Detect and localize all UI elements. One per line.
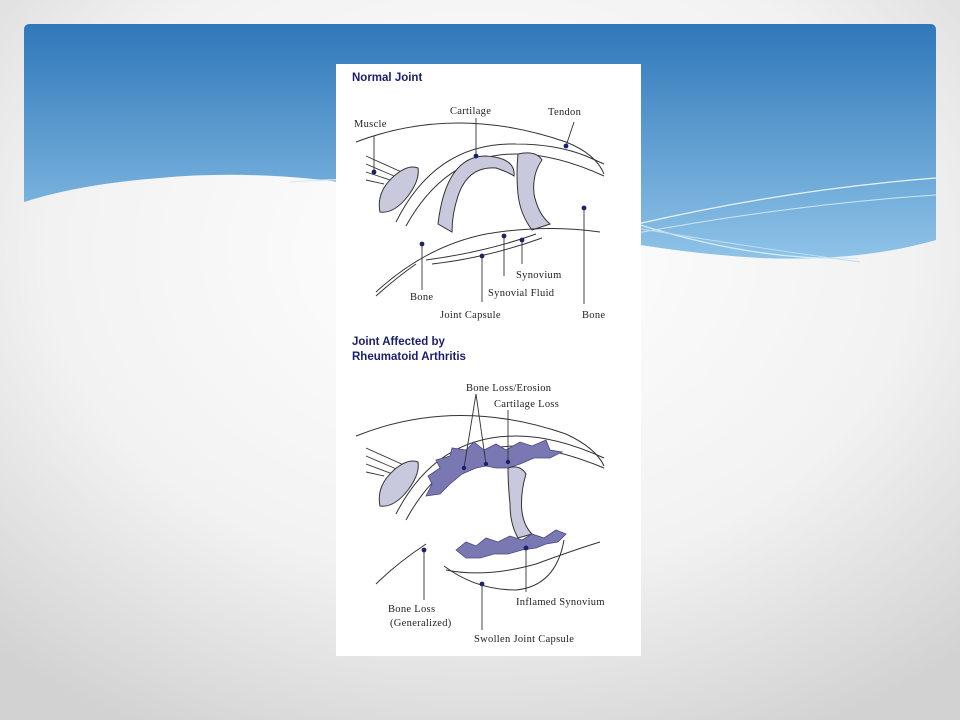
label-swollen-joint-capsule: Swollen Joint Capsule: [474, 634, 574, 645]
wave-line: [619, 177, 937, 229]
ra-leaders: [421, 393, 529, 630]
label-inflamed-synovium: Inflamed Synovium: [516, 597, 605, 608]
ra-joint-diagram: Joint Affected by Rheumatoid Arthritis: [352, 336, 605, 645]
label-joint-capsule: Joint Capsule: [440, 310, 501, 321]
ra-heading-line2: Rheumatoid Arthritis: [352, 351, 466, 363]
label-bone-loss: Bone Loss: [388, 604, 435, 615]
joint-figure: Normal Joint: [336, 64, 641, 656]
label-bone-loss-generalized: (Generalized): [390, 618, 452, 629]
label-synovium: Synovium: [516, 270, 562, 281]
label-bone-right: Bone: [582, 310, 605, 321]
ra-heading-line1: Joint Affected by: [352, 336, 445, 348]
label-bone-left: Bone: [410, 292, 433, 303]
ra-lower-erosion: [455, 529, 567, 559]
ra-muscle-shape: [378, 460, 419, 507]
ra-lower-cartilage: [507, 466, 533, 539]
normal-joint-diagram: Normal Joint: [352, 72, 605, 321]
normal-joint-heading: Normal Joint: [352, 72, 422, 84]
label-cartilage-loss: Cartilage Loss: [494, 399, 559, 410]
label-muscle: Muscle: [354, 119, 387, 130]
label-cartilage: Cartilage: [450, 106, 491, 117]
ra-upper-erosion: [425, 439, 564, 497]
upper-bone-cartilage: [437, 155, 515, 233]
label-bone-loss-erosion: Bone Loss/Erosion: [466, 383, 552, 394]
joint-diagram: Normal Joint: [352, 72, 605, 645]
normal-leaders: [371, 118, 587, 304]
label-synovial-fluid: Synovial Fluid: [488, 288, 555, 299]
label-tendon: Tendon: [548, 107, 582, 118]
wave-line: [599, 194, 937, 241]
lower-bone-cartilage: [516, 152, 552, 231]
muscle-shape: [378, 166, 419, 213]
